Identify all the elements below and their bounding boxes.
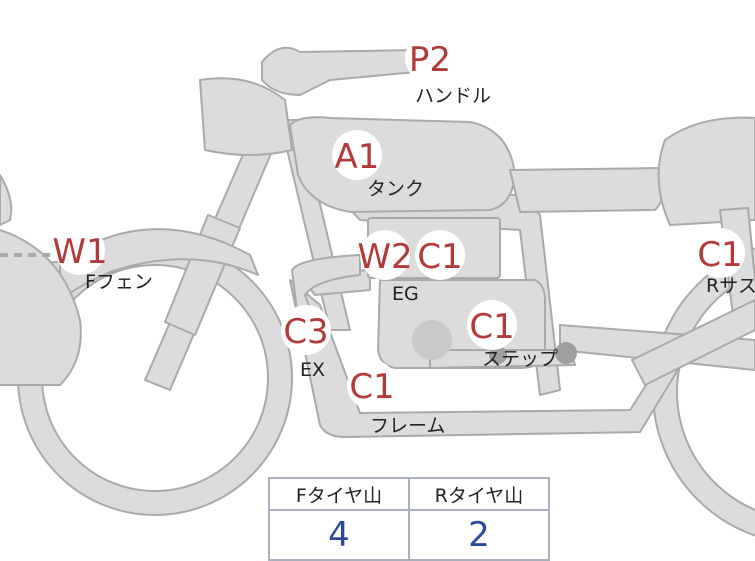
rear-tire-value: 2 xyxy=(408,509,550,561)
rear-suspension-code: C1 xyxy=(697,235,742,275)
label-exhaust: C3 EX xyxy=(281,305,331,381)
step-code: C1 xyxy=(469,307,514,347)
label-engine: W2 C1 EG xyxy=(357,230,465,305)
exhaust-code: C3 xyxy=(283,312,328,352)
label-step: C1 ステップ xyxy=(467,300,558,370)
tail xyxy=(657,116,755,226)
tire-tread-table: Fタイヤ山 Rタイヤ山 4 2 xyxy=(268,477,550,561)
engine-name: EG xyxy=(392,283,419,305)
front-tire-header: Fタイヤ山 xyxy=(268,477,410,511)
rear-suspension-name: Rサス xyxy=(706,275,755,297)
handle-name: ハンドル xyxy=(415,85,491,107)
footpeg-left xyxy=(489,346,507,364)
label-handle: P2 ハンドル xyxy=(405,33,491,107)
engine-code-1: W2 xyxy=(357,237,412,277)
step-name: ステップ xyxy=(482,348,558,370)
label-frame: C1 フレーム xyxy=(347,360,445,437)
front-fender-code: W1 xyxy=(52,232,107,272)
frame-code: C1 xyxy=(349,367,394,407)
exhaust-name: EX xyxy=(300,359,325,381)
front-fender-part xyxy=(59,228,259,301)
frame-name: フレーム xyxy=(370,415,445,437)
rear-tire-header: Rタイヤ山 xyxy=(408,477,550,511)
tank-code: A1 xyxy=(335,137,380,177)
label-tank: A1 タンク xyxy=(332,130,424,200)
headlight xyxy=(199,77,293,156)
footpeg-right xyxy=(555,342,577,364)
front-cowl xyxy=(0,174,13,226)
swingarm xyxy=(631,299,755,386)
label-rear-suspension: C1 Rサス xyxy=(695,228,755,297)
front-tire-value: 4 xyxy=(268,509,410,561)
label-front-fender: W1 Fフェン xyxy=(52,225,153,293)
front-cowl xyxy=(0,229,82,386)
engine-cover xyxy=(412,320,452,360)
handle-code: P2 xyxy=(409,40,451,80)
frame-part xyxy=(289,279,691,438)
front-fender-name: Fフェン xyxy=(85,271,153,293)
seat xyxy=(509,167,665,213)
engine-code-2: C1 xyxy=(417,237,462,277)
tank-name: タンク xyxy=(367,178,424,200)
